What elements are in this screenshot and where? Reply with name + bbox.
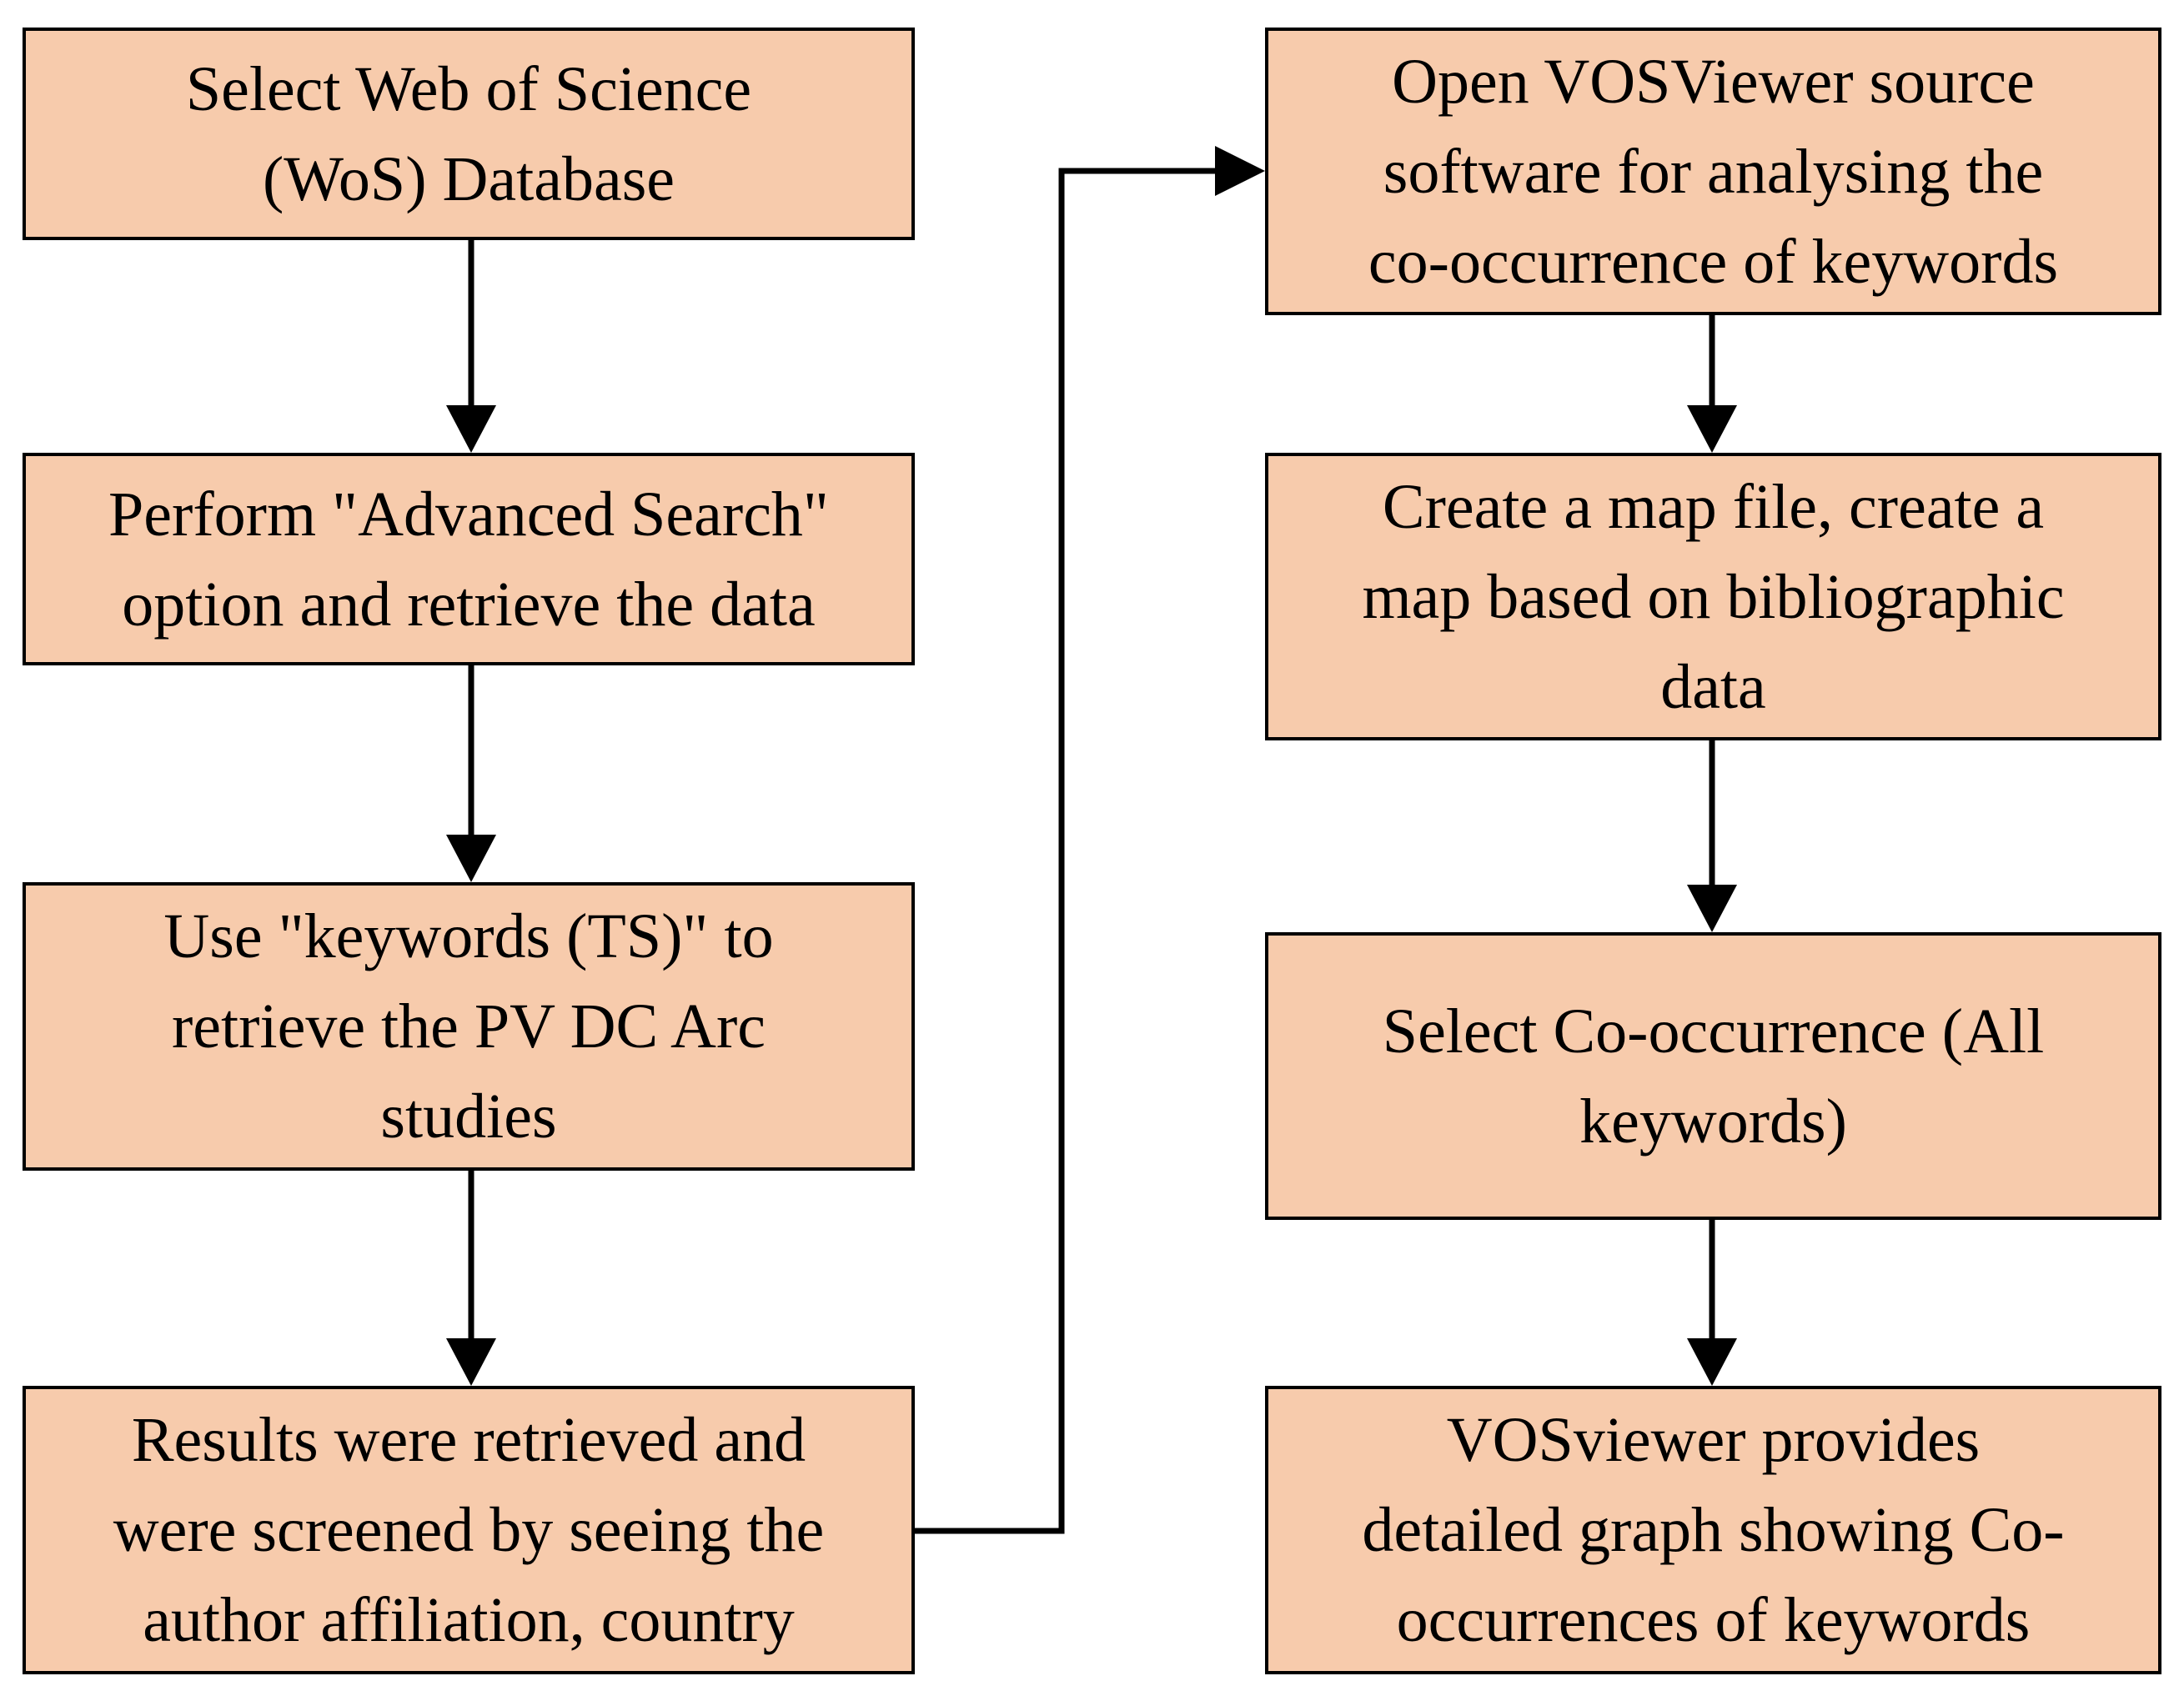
step-label: VOSviewer provides detailed graph showin… — [1362, 1405, 2065, 1655]
step-keywords-retrieval: Use "keywords (TS)" to retrieve the PV D… — [23, 882, 915, 1171]
step-advanced-search: Perform "Advanced Search" option and ret… — [23, 453, 915, 665]
step-select-wos-database: Select Web of Science (WoS) Database — [23, 28, 915, 240]
arrowhead-6-to-7 — [1687, 885, 1737, 932]
step-label: Create a map file, create a map based on… — [1362, 471, 2065, 722]
arrowhead-5-to-6 — [1687, 405, 1737, 453]
step-select-cooccurrence: Select Co-occurrence (All keywords) — [1265, 932, 2161, 1220]
step-label: Open VOSViewer source software for analy… — [1368, 46, 2059, 297]
step-label: Select Web of Science (WoS) Database — [185, 53, 752, 214]
arrowhead-7-to-8 — [1687, 1338, 1737, 1386]
step-screen-results: Results were retrieved and were screened… — [23, 1386, 915, 1674]
step-create-map: Create a map file, create a map based on… — [1265, 453, 2161, 740]
step-label: Perform "Advanced Search" option and ret… — [108, 479, 829, 640]
arrowhead-2-to-3 — [446, 835, 496, 882]
arrow-4-to-5 — [915, 168, 1218, 1534]
arrowhead-3-to-4 — [446, 1338, 496, 1386]
step-label: Results were retrieved and were screened… — [113, 1405, 825, 1655]
step-label: Select Co-occurrence (All keywords) — [1382, 996, 2045, 1157]
step-open-vosviewer: Open VOSViewer source software for analy… — [1265, 28, 2161, 315]
step-vosviewer-graph: VOSviewer provides detailed graph showin… — [1265, 1386, 2161, 1674]
arrowhead-1-to-2 — [446, 405, 496, 453]
step-label: Use "keywords (TS)" to retrieve the PV D… — [163, 901, 774, 1152]
arrowhead-4-to-5 — [1215, 146, 1265, 196]
